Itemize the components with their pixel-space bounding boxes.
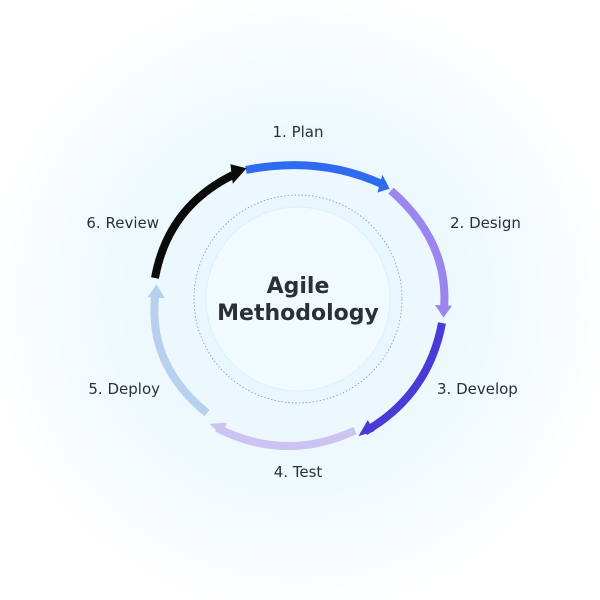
arc-plan <box>245 161 387 190</box>
arc-review <box>151 169 238 279</box>
step-label-design: 2. Design <box>450 214 521 232</box>
arc-develop <box>363 322 446 435</box>
arrowhead-develop <box>358 420 375 437</box>
arrowhead-test <box>209 422 228 435</box>
arc-test <box>215 424 357 451</box>
center-title-line2: Methodology <box>217 301 379 326</box>
step-label-test: 4. Test <box>274 463 323 481</box>
step-label-review: 6. Review <box>86 214 159 232</box>
arrowhead-deploy <box>147 284 165 299</box>
step-label-deploy: 5. Deploy <box>88 380 160 398</box>
arrowhead-plan <box>377 174 390 193</box>
arc-design <box>388 187 449 310</box>
arrowhead-design <box>435 305 452 318</box>
step-label-develop: 3. Develop <box>437 380 518 398</box>
center-inner-circle <box>205 206 391 392</box>
arrowhead-review <box>230 164 247 184</box>
step-label-plan: 1. Plan <box>273 123 324 141</box>
arc-deploy <box>150 296 210 417</box>
center-title-line1: Agile <box>267 274 330 299</box>
